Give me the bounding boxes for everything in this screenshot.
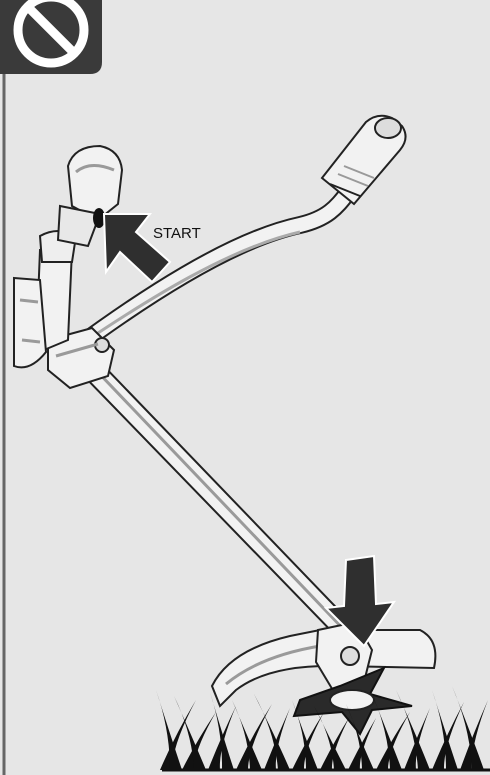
start-label: START bbox=[153, 225, 201, 242]
right-grip bbox=[322, 116, 406, 204]
prohibition-icon bbox=[0, 0, 102, 74]
grass-blade bbox=[432, 690, 458, 770]
trimmer-shaft bbox=[80, 360, 356, 640]
